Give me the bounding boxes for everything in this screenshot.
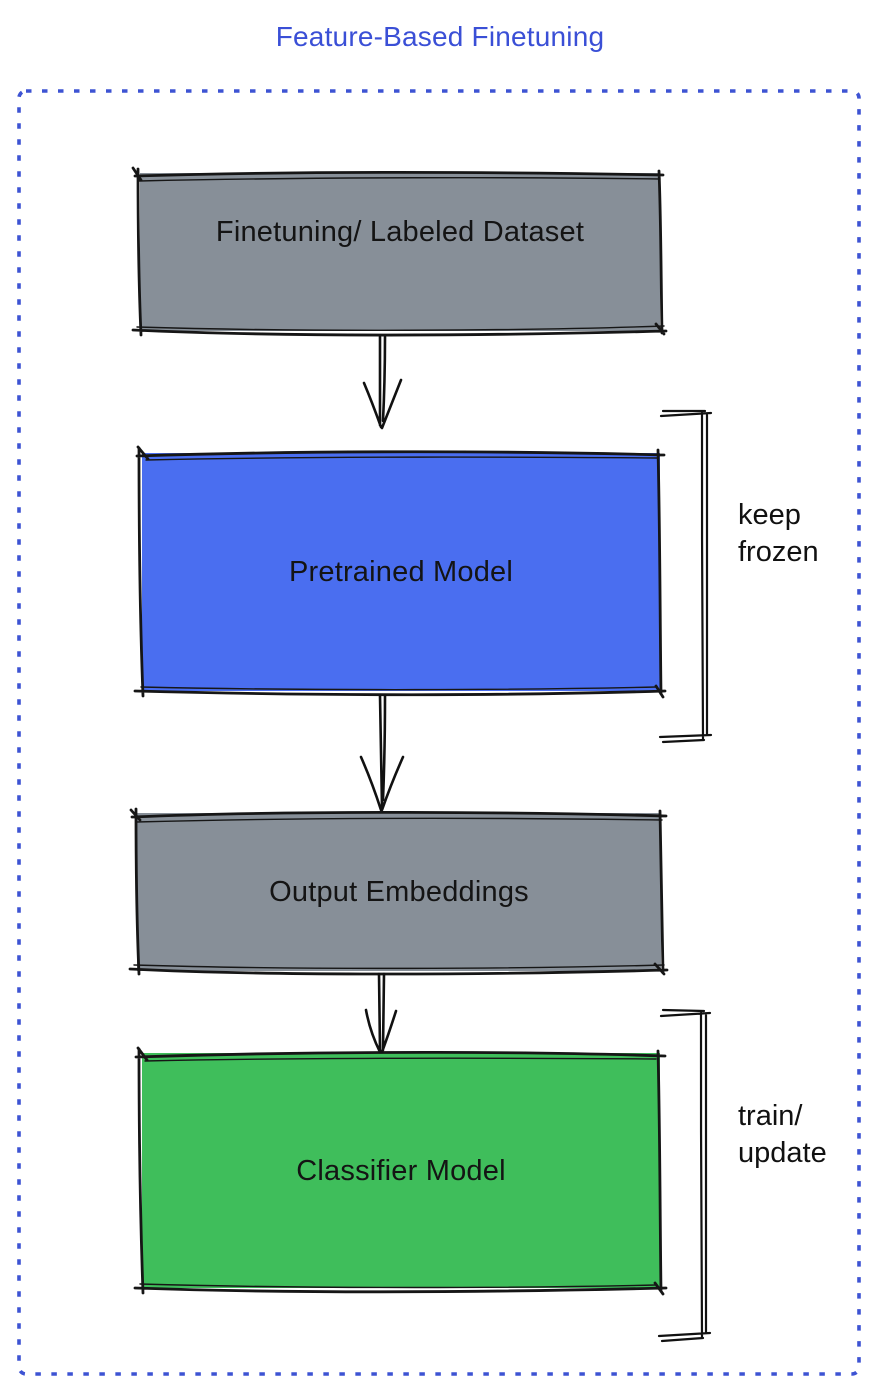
node-label-output-embeddings: Output Embeddings (269, 876, 529, 908)
annotation-train-update: train/ update (738, 1100, 827, 1169)
node-output-embeddings-box (137, 813, 661, 971)
sketch-border-embeddings-2nd (133, 817, 665, 970)
bracket-train-update (657, 1008, 712, 1343)
sketch-border-classifier-2nd (139, 1057, 657, 1289)
annotation-keep-frozen: keep frozen (738, 499, 819, 568)
arrow-dataset-to-pretrained (362, 335, 403, 430)
node-pretrained-model-box (142, 453, 660, 691)
node-label-pretrained-model: Pretrained Model (288, 556, 514, 588)
sketch-border-dataset (131, 166, 668, 337)
node-label-classifier-model: Classifier Model (296, 1155, 506, 1187)
node-finetuning-dataset-box (140, 173, 660, 331)
page-title: Feature-Based Finetuning (275, 21, 605, 52)
node-classifier-model-box (142, 1053, 660, 1288)
sketch-border-classifier (133, 1046, 668, 1296)
arrow-embeddings-to-classifier (364, 972, 398, 1054)
sketch-border-dataset-2nd (136, 176, 665, 331)
sketch-border-pretrained-2nd (140, 456, 658, 691)
sketch-border-embeddings (128, 807, 669, 976)
node-label-finetuning-dataset: Finetuning/ Labeled Dataset (215, 216, 585, 248)
arrow-pretrained-to-embeddings (359, 694, 405, 812)
bracket-keep-frozen (658, 409, 713, 744)
dashed-container-border (17, 89, 861, 1376)
